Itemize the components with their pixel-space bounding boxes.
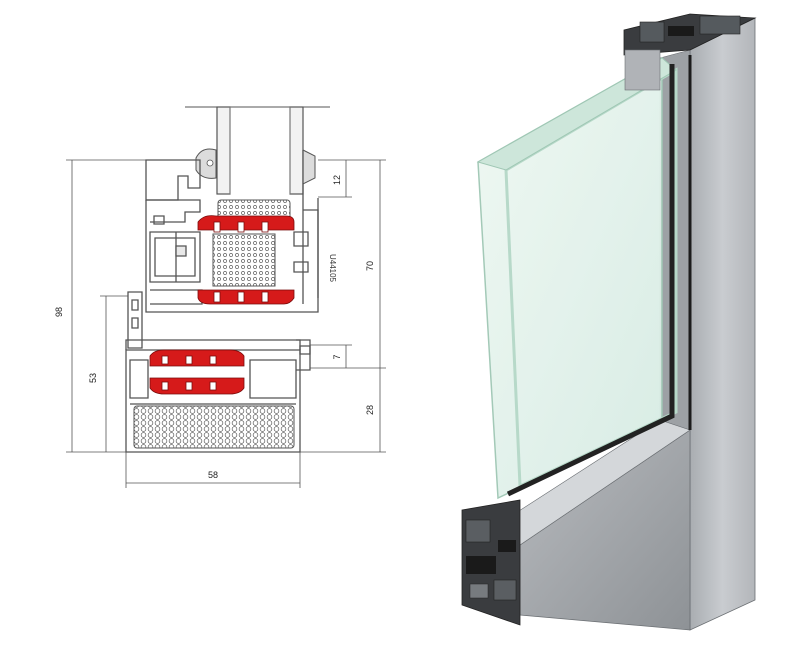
- thermal-break-lower: [149, 349, 245, 395]
- post-top-section: [623, 13, 757, 91]
- insulation-core: [212, 199, 291, 287]
- sash-profile: [145, 150, 319, 313]
- dimension-lines: [66, 159, 386, 488]
- glazing-unit: [185, 106, 330, 195]
- dim-sash-width: 58: [208, 470, 218, 480]
- section-drawing: 98 53 58 12 70 7 28 U44105: [54, 106, 386, 488]
- dim-sash-height: 53: [88, 373, 98, 383]
- sill-bottom-section: [461, 499, 521, 626]
- dim-glazing-rebate: 12: [332, 175, 342, 185]
- profile-code-label: U44105: [328, 254, 337, 283]
- dim-sill-height: 28: [365, 405, 375, 415]
- dim-overall-height: 98: [54, 307, 64, 317]
- sill-insulation: [133, 405, 295, 449]
- dim-bottom-rebate: 7: [332, 354, 342, 359]
- dim-frame-height: 70: [365, 261, 375, 271]
- thermal-break-upper: [197, 215, 295, 305]
- frame-profile: [125, 291, 311, 453]
- profile-3d-render: [461, 13, 757, 631]
